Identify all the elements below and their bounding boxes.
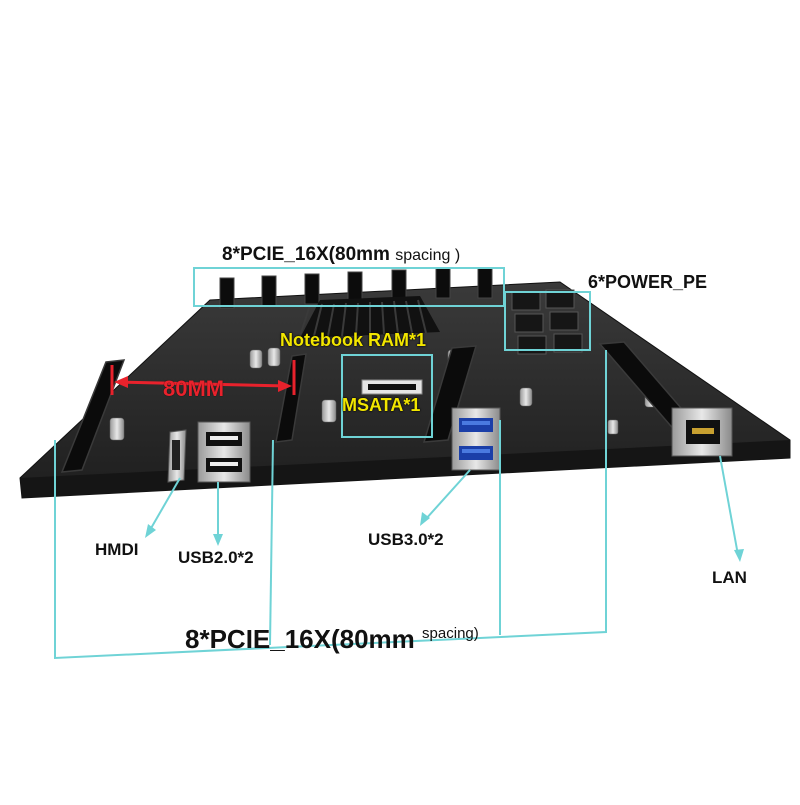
- bottom-pcie-label: 8*PCIE_16X(80mm spacing): [185, 624, 479, 655]
- board-edge: [20, 440, 790, 498]
- bottom-pcie-label-main: 8*PCIE_16X(80mm: [185, 624, 415, 654]
- usb3-leader: [424, 469, 471, 521]
- top-pcie-label: 8*PCIE_16X(80mm spacing ): [222, 244, 460, 266]
- lan-port: [671, 407, 733, 457]
- usb3-label: USB3.0*2: [368, 530, 444, 549]
- callout-boxes: [193, 267, 591, 438]
- front-pcie-slots: [60, 341, 702, 473]
- slot-gap-label: 80MM: [163, 376, 225, 401]
- msata-label: MSATA*1: [342, 395, 421, 415]
- bottom-pcie-label-spacing: spacing): [422, 625, 479, 642]
- callout-arrowheads: [145, 512, 744, 562]
- bottom-pcie-bracket: [54, 350, 607, 660]
- rear-pcie-callout-box: [193, 267, 505, 307]
- hdmi-leader: [149, 477, 181, 531]
- lan-label: LAN: [712, 568, 747, 587]
- msata-slot: [361, 379, 423, 395]
- rear-pcie-slots: [219, 267, 493, 309]
- callout-lines: [54, 350, 739, 660]
- top-pcie-label-spacing: spacing ): [395, 247, 461, 264]
- notebook-ram-label: Notebook RAM*1: [280, 330, 427, 350]
- dimension-arrow: [110, 360, 296, 395]
- power-label: 6*POWER_PE: [588, 272, 708, 292]
- hdmi-label: HMDI: [95, 540, 139, 559]
- usb2-label: USB2.0*2: [178, 548, 254, 567]
- msata-callout-box: [341, 354, 433, 438]
- bracket-tick-2: [269, 439, 274, 646]
- usb2-ports: [197, 421, 251, 483]
- usb3-ports: [451, 407, 501, 471]
- top-pcie-label-main: 8*PCIE_16X(80mm: [222, 244, 390, 265]
- power-callout-box: [504, 291, 591, 351]
- lan-leader: [719, 455, 739, 556]
- hdmi-port: [167, 429, 187, 483]
